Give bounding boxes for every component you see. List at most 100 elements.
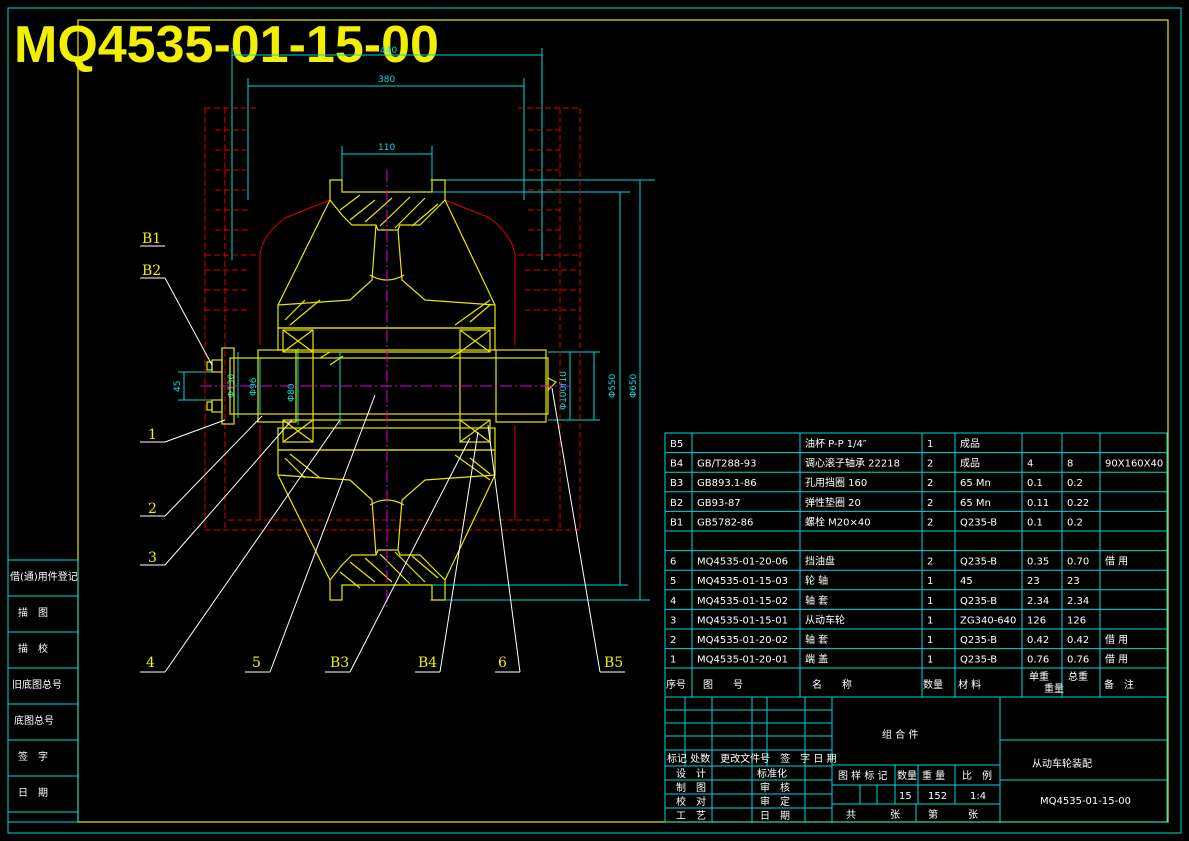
rev-header: 标记 处数 更改文件号 签 字 日 期 bbox=[667, 752, 837, 765]
cell-code: MQ4535-01-20-02 bbox=[697, 635, 788, 646]
header-total: 总重 bbox=[1068, 670, 1088, 683]
cell-name: 端 盖 bbox=[805, 653, 828, 666]
balloon-2: 2 bbox=[148, 501, 157, 517]
sheet-no: 第 bbox=[928, 808, 938, 821]
cell-code: MQ4535-01-15-01 bbox=[697, 615, 788, 626]
cell-material: 65 Mn bbox=[960, 498, 991, 509]
cell-material: Q235-B bbox=[960, 557, 997, 568]
sheets-total: 共 bbox=[846, 809, 856, 821]
center-lines bbox=[200, 170, 570, 610]
cell-material: 成品 bbox=[960, 458, 980, 470]
cell-material: 成品 bbox=[960, 438, 980, 450]
left-strip: 借(通)用件登记 描 图 描 校 旧底图总号 底图总号 签 字 日 期 bbox=[7, 559, 79, 823]
strip-cell-0: 借(通)用件登记 bbox=[10, 570, 78, 583]
dim-phi650: Φ650 bbox=[629, 373, 639, 398]
inner-frame bbox=[77, 19, 1169, 823]
strip-cell-3: 旧底图总号 bbox=[12, 678, 62, 691]
group-label: 组 合 件 bbox=[882, 728, 918, 741]
strip-cell-2: 描 校 bbox=[18, 642, 48, 655]
cell-material: 45 bbox=[960, 576, 973, 587]
sheets-label: 张 bbox=[890, 809, 900, 821]
qty-value: 15 bbox=[899, 791, 912, 802]
balloon-b3: B3 bbox=[330, 655, 349, 671]
header-weight: 重量 bbox=[1044, 682, 1064, 695]
balloon-b1: B1 bbox=[142, 231, 161, 247]
cell-total: 0.2 bbox=[1067, 517, 1083, 528]
cell-qty: 2 bbox=[927, 557, 933, 568]
dim-phi100: Φ100f10 bbox=[559, 371, 569, 410]
header-note: 备 注 bbox=[1104, 678, 1134, 691]
header-code: 图 号 bbox=[703, 679, 743, 691]
cell-material: Q235-B bbox=[960, 596, 997, 607]
balloon-b5: B5 bbox=[604, 655, 623, 671]
leader-lines bbox=[140, 245, 625, 673]
dim-phi550: Φ550 bbox=[608, 373, 618, 398]
dim-440: 440 bbox=[380, 46, 397, 56]
outer-border bbox=[7, 7, 1182, 834]
cell-total: 0.2 bbox=[1067, 478, 1083, 489]
cell-unit: 0.11 bbox=[1027, 498, 1049, 509]
cell-code: MQ4535-01-15-02 bbox=[697, 596, 788, 607]
header-qty: 数量 bbox=[923, 678, 943, 691]
cell-seq: 2 bbox=[670, 635, 676, 646]
role-process: 工 艺 bbox=[676, 810, 706, 822]
balloon-b2: B2 bbox=[142, 263, 161, 279]
cell-code: MQ4535-01-15-03 bbox=[697, 576, 788, 587]
cell-total: 0.70 bbox=[1067, 557, 1089, 568]
cell-seq: B2 bbox=[670, 498, 683, 509]
scale-value: 1:4 bbox=[970, 791, 986, 802]
cell-total: 126 bbox=[1067, 615, 1086, 626]
cell-seq: B1 bbox=[670, 517, 683, 528]
sheet-label: 张 bbox=[968, 809, 978, 821]
cell-unit: 0.76 bbox=[1027, 655, 1049, 666]
cell-unit: 4 bbox=[1027, 459, 1033, 470]
cell-name: 螺栓 M20×40 bbox=[805, 515, 871, 528]
cell-unit: 0.1 bbox=[1027, 517, 1043, 528]
cell-name: 轴 套 bbox=[805, 633, 828, 646]
scale-label: 比 例 bbox=[962, 769, 992, 782]
cell-qty: 2 bbox=[927, 517, 933, 528]
weight-label: 重 量 bbox=[922, 769, 945, 782]
cell-seq: 4 bbox=[670, 596, 676, 607]
cell-material: Q235-B bbox=[960, 635, 997, 646]
cell-unit: 23 bbox=[1027, 576, 1040, 587]
cell-note: 借 用 bbox=[1105, 634, 1128, 646]
cell-unit: 0.42 bbox=[1027, 635, 1049, 646]
dim-110: 110 bbox=[378, 143, 395, 153]
role-date: 日 期 bbox=[760, 810, 790, 822]
dim-380: 380 bbox=[378, 75, 395, 85]
cell-seq: 5 bbox=[670, 576, 676, 587]
cell-total: 8 bbox=[1067, 459, 1073, 470]
cell-qty: 1 bbox=[927, 576, 933, 587]
cell-qty: 1 bbox=[927, 615, 933, 626]
role-design: 设 计 bbox=[676, 767, 706, 780]
cell-note: 90X160X40 bbox=[1105, 459, 1163, 470]
cell-name: 弹性垫圈 20 bbox=[805, 496, 861, 509]
cell-name: 轴 套 bbox=[805, 594, 828, 607]
cell-qty: 2 bbox=[927, 478, 933, 489]
dimension-lines bbox=[178, 48, 655, 601]
role-check: 校 对 bbox=[676, 795, 706, 808]
strip-cell-1: 描 图 bbox=[18, 606, 48, 619]
cell-seq: 6 bbox=[670, 557, 676, 568]
cell-qty: 2 bbox=[927, 498, 933, 509]
strip-cell-4: 底图总号 bbox=[14, 714, 54, 727]
cell-material: 65 Mn bbox=[960, 478, 991, 489]
cell-material: ZG340-640 bbox=[960, 615, 1016, 626]
balloon-3: 3 bbox=[148, 550, 157, 566]
balloon-4: 4 bbox=[146, 655, 155, 671]
drawing-title: 从动车轮装配 bbox=[1032, 757, 1092, 770]
weight-value: 152 bbox=[928, 791, 947, 802]
cell-unit: 2.34 bbox=[1027, 596, 1049, 607]
cell-name: 从动车轮 bbox=[805, 613, 845, 626]
header-name: 名 称 bbox=[812, 678, 852, 691]
cell-qty: 1 bbox=[927, 635, 933, 646]
drawing-number: MQ4535-01-15-00 bbox=[1040, 796, 1131, 807]
